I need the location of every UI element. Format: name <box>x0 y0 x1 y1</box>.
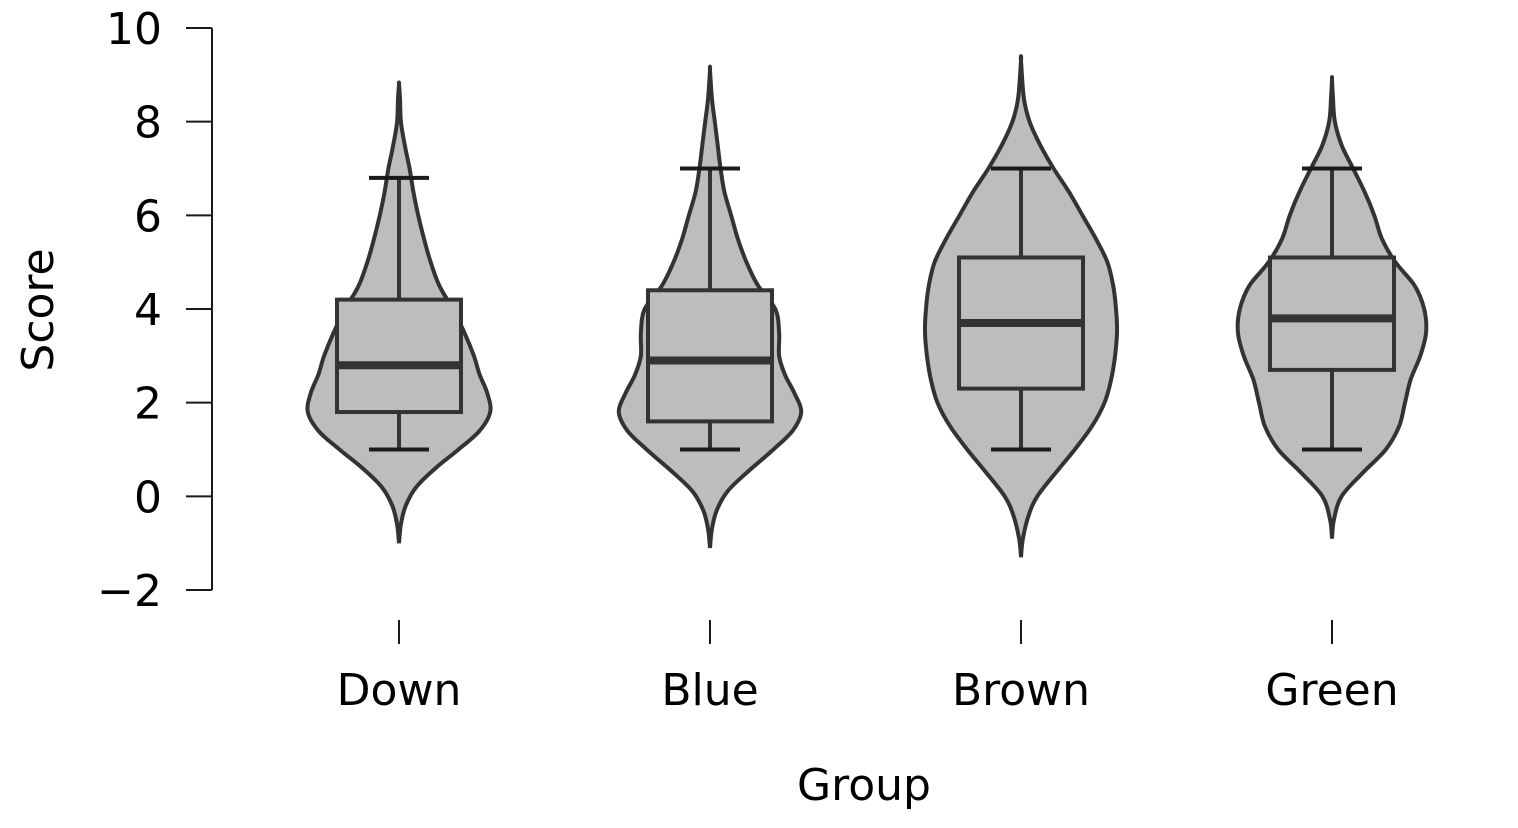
y-tick-label: 2 <box>134 379 162 430</box>
group-down <box>305 80 493 544</box>
y-tick-label: 10 <box>106 4 162 55</box>
y-tick-label: 8 <box>134 98 162 149</box>
y-tick-label: 0 <box>134 472 162 523</box>
plot-area <box>305 54 1429 558</box>
x-tick-label: Green <box>1265 665 1398 716</box>
x-tick-label: Blue <box>661 665 758 716</box>
group-blue <box>616 64 804 549</box>
x-tick-label: Down <box>337 665 462 716</box>
y-axis: −2 0 2 4 6 8 10 <box>97 4 213 617</box>
group-brown <box>922 54 1120 558</box>
x-axis-title: Group <box>797 760 931 811</box>
y-tick-label: 4 <box>134 285 162 336</box>
iqr-box <box>335 297 463 415</box>
x-tick-label: Brown <box>952 665 1090 716</box>
y-axis-title: Score <box>13 248 64 371</box>
x-axis: Down Blue Brown Green <box>337 620 1399 716</box>
group-green <box>1235 75 1429 539</box>
y-tick-label: 6 <box>134 191 162 242</box>
y-tick-label: −2 <box>97 566 162 617</box>
iqr-box <box>1268 255 1396 372</box>
iqr-box <box>646 288 774 424</box>
